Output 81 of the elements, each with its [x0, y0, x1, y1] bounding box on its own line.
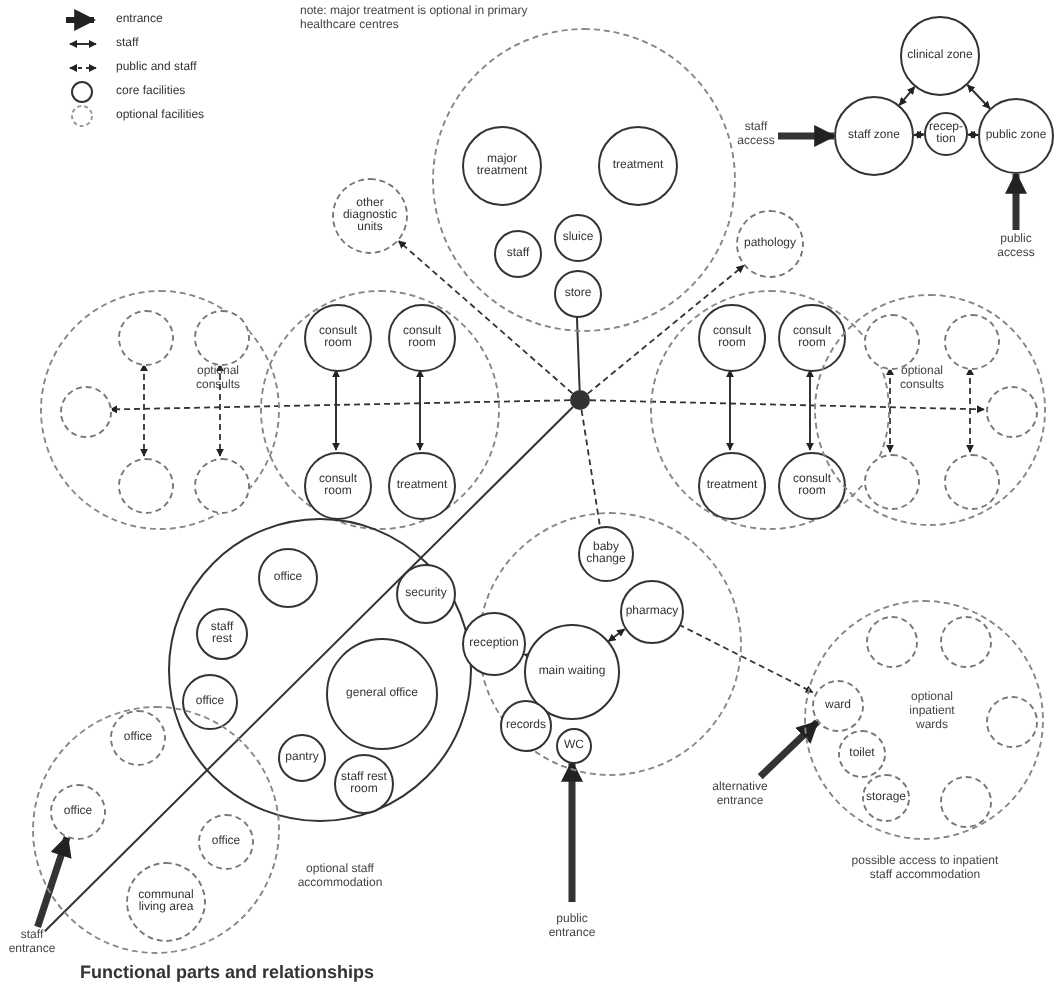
facility-circle	[698, 452, 766, 520]
facility-circle	[924, 112, 968, 156]
entrance-arrow	[561, 759, 583, 902]
optional-facility-circle	[126, 862, 206, 942]
optional-facility-circle	[60, 386, 112, 438]
facility-circle	[554, 270, 602, 318]
optional-facility-circle	[944, 314, 1000, 370]
facility-circle	[462, 126, 542, 206]
staff-zone-circle	[168, 518, 472, 822]
connector	[43, 406, 574, 933]
connector	[806, 369, 814, 451]
optional-facility-circle	[118, 458, 174, 514]
connector	[886, 367, 894, 453]
facility-circle	[388, 304, 456, 372]
facility-circle	[304, 452, 372, 520]
entrance-arrow	[1005, 171, 1027, 230]
optional-facility-circle	[812, 680, 864, 732]
zone-circle	[260, 290, 500, 530]
optional-facility-circle	[838, 730, 886, 778]
facility-circle	[524, 624, 620, 720]
optional-facility-circle	[986, 386, 1038, 438]
connector	[580, 409, 601, 526]
connector	[967, 130, 979, 139]
optional-facility-circle	[110, 710, 166, 766]
facility-circle	[304, 304, 372, 372]
facility-circle	[462, 612, 526, 676]
facility-circle	[278, 734, 326, 782]
optional-facility-circle	[944, 454, 1000, 510]
facility-circle	[388, 452, 456, 520]
facility-circle	[698, 304, 766, 372]
connector	[966, 84, 991, 110]
optional-facility-circle	[986, 696, 1038, 748]
optional-facility-circle	[194, 310, 250, 366]
facility-circle	[556, 728, 592, 764]
facility-circle	[396, 564, 456, 624]
connector	[416, 369, 424, 451]
connector	[140, 363, 148, 457]
optional-facility-circle	[194, 458, 250, 514]
facility-circle	[326, 638, 438, 750]
facility-circle	[778, 304, 846, 372]
entrance-arrow	[757, 719, 820, 780]
facility-circle	[182, 674, 238, 730]
entrance-arrow	[34, 834, 72, 928]
facility-circle	[554, 214, 602, 262]
entrance-arrow	[778, 125, 837, 147]
facility-circle	[978, 98, 1054, 174]
facility-circle	[334, 754, 394, 814]
connector	[586, 264, 745, 395]
facility-circle	[494, 230, 542, 278]
connector	[216, 363, 224, 457]
optional-facility-circle	[866, 616, 918, 668]
facility-circle	[778, 452, 846, 520]
facility-circle	[900, 16, 980, 96]
optional-facility-circle	[862, 774, 910, 822]
facility-circle	[834, 96, 914, 176]
optional-facility-circle	[864, 454, 920, 510]
facility-circle	[598, 126, 678, 206]
zone-circle	[804, 600, 1044, 840]
caption: Functional parts and relationships	[80, 962, 375, 982]
connector	[898, 85, 916, 107]
optional-facility-circle	[940, 776, 992, 828]
connector	[913, 130, 925, 139]
facility-circle	[578, 526, 634, 582]
connector	[575, 315, 581, 391]
optional-facility-circle	[118, 310, 174, 366]
connector	[966, 367, 974, 453]
optional-facility-circle	[50, 784, 106, 840]
connector	[677, 623, 814, 694]
zone-circle	[40, 290, 280, 530]
facility-circle	[500, 700, 552, 752]
connector	[109, 399, 571, 414]
connector	[607, 628, 626, 643]
connector	[332, 369, 340, 451]
junction-dot	[570, 390, 590, 410]
connector	[726, 369, 734, 451]
connector	[589, 399, 985, 414]
facility-circle	[258, 548, 318, 608]
facility-circle	[196, 608, 248, 660]
optional-facility-circle	[940, 616, 992, 668]
connector	[397, 240, 574, 395]
facility-circle	[620, 580, 684, 644]
